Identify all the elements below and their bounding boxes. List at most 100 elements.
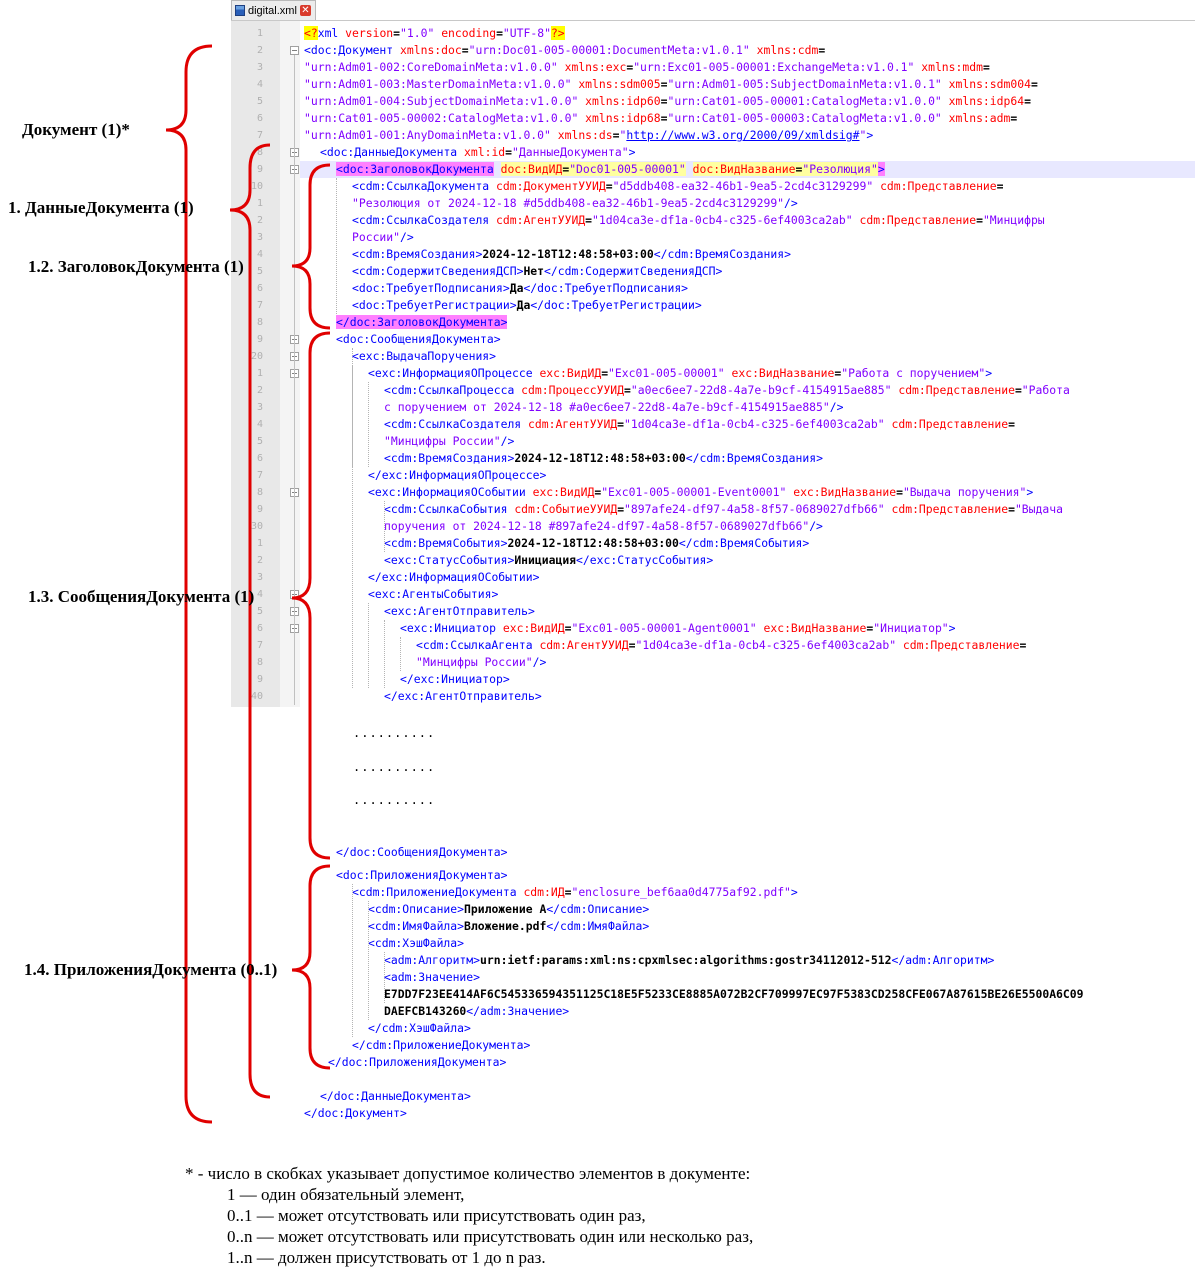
brace-messages <box>291 331 331 860</box>
code-token: = <box>660 77 668 91</box>
brace-document-data <box>229 143 271 1099</box>
code-token: Приложение А <box>464 902 547 916</box>
code-token: encoding <box>441 26 497 40</box>
code-token: = <box>1019 638 1027 652</box>
code-line: <doc:Документ xmlns:doc="urn:Doc01-005-0… <box>304 42 825 59</box>
code-line: "urn:Adm01-001:AnyDomainMeta:v1.0.0" xml… <box>304 127 873 144</box>
code-token: version <box>345 26 394 40</box>
code-token: exc:ВидИД <box>502 621 565 635</box>
code-token: </exc:ИнформацияОСобытии> <box>368 570 540 584</box>
line-number: 40 <box>250 691 263 702</box>
code-token: <exc:ВыдачаПоручения> <box>352 349 497 363</box>
code-token: поручения от 2024-12-18 #897afe24-df97-4… <box>384 519 810 533</box>
code-token: E7DD7F23EE414AF6C545336594351125C18E5F52… <box>384 987 1084 1001</box>
code-token: "urn:Adm01-003:MasterDomainMeta:v1.0.0" <box>304 77 579 91</box>
code-token: "Минцифры <box>982 213 1045 227</box>
code-token: <cdm:ВремяСоздания> <box>352 247 483 261</box>
code-token: "urn:Adm01-004:SubjectDomainMeta:v1.0.0" <box>304 94 586 108</box>
code-line: <exc:АгентОтправитель> <box>384 603 535 620</box>
code-line: E7DD7F23EE414AF6C545336594351125C18E5F52… <box>384 986 1084 1003</box>
code-token: /> <box>500 434 515 448</box>
code-token: "1d04ca3e-df1a-0cb4-c325-6ef4003ca2ab" <box>624 417 892 431</box>
line-number: 8 <box>256 147 263 158</box>
code-token: <cdm:СодержитСведенияДСП> <box>352 264 524 278</box>
code-token: > <box>877 162 885 176</box>
code-token: = <box>660 111 668 125</box>
code-token: = <box>1008 502 1015 516</box>
code-line: </doc:ДанныеДокумента> <box>320 1088 471 1105</box>
code-token: xmlns:idp64 <box>948 94 1025 108</box>
code-token: = <box>866 621 874 635</box>
code-token: <doc:ПриложенияДокумента> <box>336 868 508 882</box>
code-line: <doc:ЗаголовокДокумента doc:ВидИД="Doc01… <box>336 161 885 178</box>
code-token: "urn:Adm01-005:SubjectDomainMeta:v1.0.1" <box>667 77 949 91</box>
code-token: <adm:Значение> <box>384 970 481 984</box>
code-token: = <box>1008 417 1015 431</box>
line-number: 8 <box>256 657 263 668</box>
code-token: <cdm:СсылкаСоздателя <box>384 417 529 431</box>
code-line: <doc:ПриложенияДокумента> <box>336 867 507 884</box>
code-token: "Exc01-005-00001" <box>608 366 732 380</box>
code-line: <exc:ИнформацияОСобытии exc:ВидИД="Exc01… <box>368 484 1033 501</box>
code-token: "1d04ca3e-df1a-0cb4-c325-6ef4003ca2ab" <box>635 638 903 652</box>
label-document-data: 1. ДанныеДокумента (1) <box>8 198 194 217</box>
legend: * - число в скобках указывает допустимое… <box>185 1163 1185 1268</box>
indent-guide <box>368 382 369 467</box>
code-token[interactable]: http://www.w3.org/2000/09/xmldsig# <box>626 128 860 142</box>
code-token: "Минцифры России" <box>416 655 533 669</box>
code-line: <doc:ТребуетПодписания>Да</doc:ТребуетПо… <box>352 280 688 297</box>
code-line: <adm:Значение> <box>384 969 480 986</box>
close-icon[interactable]: ✕ <box>299 5 311 16</box>
code-token: xmlns:idp68 <box>585 111 661 125</box>
line-number: 1 <box>256 28 263 39</box>
code-token: exc:ВидИД <box>539 366 602 380</box>
code-token: </cdm:ВремяСобытия> <box>678 536 810 550</box>
code-token: "Doc01-005-00001" <box>569 162 686 176</box>
fold-toggle-icon[interactable] <box>290 46 299 55</box>
line-number: 1 <box>256 198 263 209</box>
code-token: <cdm:ХэшФайла> <box>368 936 465 950</box>
code-token: </doc:ЗаголовокДокумента> <box>336 315 508 329</box>
file-tab[interactable]: digital.xml ✕ <box>231 0 316 20</box>
code-token: = <box>795 162 803 176</box>
line-number: 1 <box>256 538 263 549</box>
code-token: "Инициатор" <box>873 621 949 635</box>
code-token: <cdm:СсылкаСобытия <box>384 502 515 516</box>
code-token: Да <box>509 281 524 295</box>
code-line: <cdm:ХэшФайла> <box>368 935 464 952</box>
legend-title: * - число в скобках указывает допустимое… <box>185 1164 751 1183</box>
line-number: 4 <box>256 419 263 430</box>
code-token: xmlns:ds <box>557 128 613 142</box>
code-token: = <box>605 179 613 193</box>
code-token: = <box>1024 94 1031 108</box>
code-token: <exc:ИнформацияОСобытии <box>368 485 533 499</box>
line-number: 5 <box>256 606 263 617</box>
code-line: <cdm:СодержитСведенияДСП>Нет</cdm:Содерж… <box>352 263 722 280</box>
code-token: /> <box>784 196 798 210</box>
indent-guide <box>352 348 353 688</box>
code-token: </doc:СообщенияДокумента> <box>336 845 508 859</box>
code-line: с поручением от 2024-12-18 #a0ec6ee7-22d… <box>384 399 843 416</box>
code-token: </cdm:ИмяФайла> <box>546 919 650 933</box>
label-messages: 1.3. СообщенияДокумента (1) <box>28 587 255 606</box>
code-token: xmlns:adm <box>948 111 1011 125</box>
code-token: "Работа <box>1021 383 1070 397</box>
code-token: = <box>896 485 903 499</box>
code-token: = <box>1030 77 1038 91</box>
code-token: "Выдача <box>1014 502 1063 516</box>
code-token: </doc:ТребуетРегистрации> <box>530 298 702 312</box>
code-token: </doc:Документ> <box>304 1106 407 1120</box>
code-token: > <box>790 885 798 899</box>
code-token: "897afe24-df97-4a58-8f57-0689027dfb66" <box>624 502 892 516</box>
code-token: "Резолюция" <box>802 162 878 176</box>
code-token: > <box>985 366 993 380</box>
code-line: <exc:Инициатор exc:ВидИД="Exc01-005-0000… <box>400 620 956 637</box>
code-token: </exc:Инициатор> <box>400 672 510 686</box>
code-token: = <box>1010 111 1018 125</box>
code-token: /> <box>400 230 414 244</box>
code-token: > <box>1026 485 1034 499</box>
code-token: = <box>982 60 990 74</box>
code-token: России" <box>352 230 401 244</box>
code-token: <cdm:ВремяСобытия> <box>384 536 508 550</box>
code-line: <cdm:СсылкаСоздателя cdm:АгентУУИД="1d04… <box>384 416 1015 433</box>
